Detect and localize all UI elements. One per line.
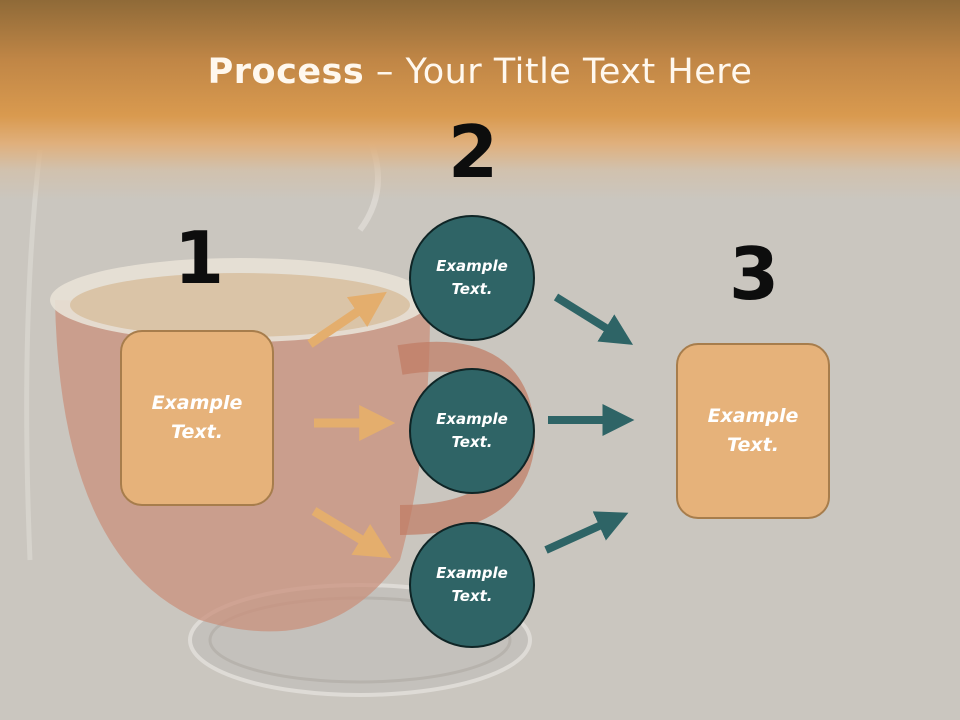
step-number-2: 2 <box>447 110 499 194</box>
box-right-line2: Text. <box>727 434 779 456</box>
box-left-line1: Example <box>151 392 243 414</box>
box-left-line2: Text. <box>171 421 223 443</box>
circle-bottom-line1: Example <box>436 564 508 582</box>
title-band <box>0 0 960 200</box>
circle-bottom-line2: Text. <box>451 587 493 605</box>
step-number-1: 1 <box>173 216 225 300</box>
title-bold: Process <box>207 52 365 92</box>
arrow-box1-to-circle1 <box>307 291 387 348</box>
slide-title: Process – Your Title Text Here <box>0 52 960 92</box>
box-right-line1: Example <box>707 405 799 427</box>
arrow-box1-to-circle3 <box>311 507 392 559</box>
circle-middle-line1: Example <box>436 410 508 428</box>
circle-top-line2: Text. <box>451 280 493 298</box>
arrow-circle1-to-box3 <box>553 293 634 345</box>
circle-top-line1: Example <box>436 257 508 275</box>
arrow-circle3-to-box3 <box>544 511 629 554</box>
step-number-3: 3 <box>728 232 780 316</box>
title-rest: Your Title Text Here <box>405 52 753 92</box>
title-dash: – <box>364 52 406 92</box>
circle-middle-line2: Text. <box>451 433 493 451</box>
